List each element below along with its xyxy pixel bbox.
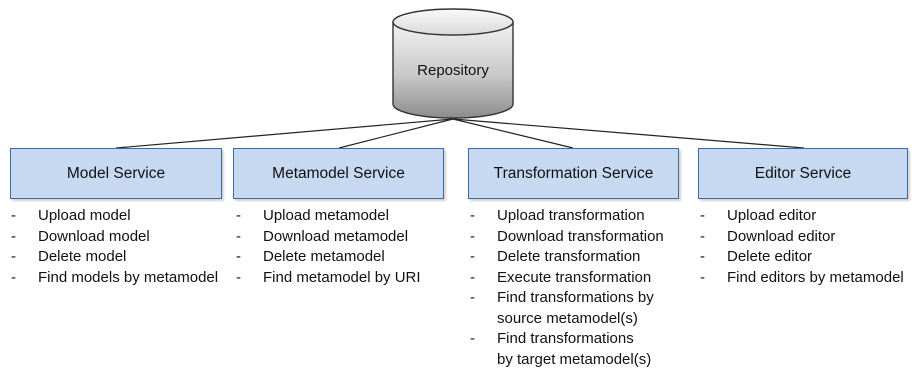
operation-item: -Upload model	[11, 206, 218, 227]
editor-service-box: Editor Service	[698, 148, 908, 199]
operation-item: -Execute transformation	[470, 268, 664, 289]
operation-item: -Find transformations by target metamode…	[470, 329, 664, 370]
operation-item: -Find editors by metamodel	[700, 268, 904, 289]
connector-transformation	[452, 118, 574, 149]
operation-text: Delete metamodel	[263, 248, 385, 265]
operation-item: -Download model	[11, 227, 218, 248]
operation-text: Upload editor	[727, 207, 817, 224]
operation-text: Delete editor	[727, 248, 813, 265]
repository-cylinder-icon	[392, 8, 514, 119]
connector-editor	[452, 118, 805, 149]
operation-item: -Upload editor	[700, 206, 904, 227]
model-service-operations: -Upload model -Download model -Delete mo…	[11, 206, 218, 288]
operation-text: Download editor	[727, 227, 836, 245]
editor-service-title: Editor Service	[754, 164, 852, 182]
operation-text: Find transformations by target metamodel…	[497, 330, 652, 368]
editor-service-operations: -Upload editor -Download editor -Delete …	[700, 206, 904, 288]
operation-item: -Upload metamodel	[236, 206, 421, 227]
transformation-service-operations: -Upload transformation -Download transfo…	[470, 206, 664, 370]
operation-text: Download transformation	[497, 227, 664, 245]
operation-text: Delete transformation	[497, 248, 641, 265]
operation-text: Find transformations by source metamodel…	[497, 289, 654, 327]
operation-text: Find models by metamodel	[38, 268, 219, 286]
operation-item: -Delete transformation	[470, 247, 664, 268]
model-service-box: Model Service	[10, 148, 222, 199]
repository-label: Repository	[417, 62, 489, 79]
operation-item: -Find models by metamodel	[11, 268, 218, 289]
transformation-service-box: Transformation Service	[468, 148, 679, 199]
operation-item: -Find transformations by source metamode…	[470, 288, 664, 329]
metamodel-service-title: Metamodel Service	[272, 164, 405, 182]
operation-item: -Download transformation	[470, 227, 664, 248]
transformation-service-title: Transformation Service	[493, 164, 654, 182]
operation-text: Upload transformation	[497, 207, 645, 224]
connector-model	[115, 118, 454, 149]
operation-item: -Delete model	[11, 247, 218, 268]
model-service-title: Model Service	[66, 164, 166, 182]
metamodel-service-operations: -Upload metamodel -Download metamodel -D…	[236, 206, 421, 288]
operation-item: -Find metamodel by URI	[236, 268, 421, 289]
operation-item: -Delete metamodel	[236, 247, 421, 268]
operation-text: Download metamodel	[263, 227, 409, 245]
connector-metamodel	[338, 118, 454, 149]
metamodel-service-box: Metamodel Service	[233, 148, 444, 199]
operation-item: -Upload transformation	[470, 206, 664, 227]
operation-text: Delete model	[38, 248, 127, 265]
operation-text: Download model	[38, 227, 150, 245]
operation-text: Find editors by metamodel	[727, 268, 904, 286]
operation-text: Execute transformation	[497, 268, 652, 286]
operation-item: -Delete editor	[700, 247, 904, 268]
operation-item: -Download editor	[700, 227, 904, 248]
operation-text: Find metamodel by URI	[263, 268, 421, 286]
operation-item: -Download metamodel	[236, 227, 421, 248]
operation-text: Upload model	[38, 207, 131, 224]
operation-text: Upload metamodel	[263, 207, 389, 224]
